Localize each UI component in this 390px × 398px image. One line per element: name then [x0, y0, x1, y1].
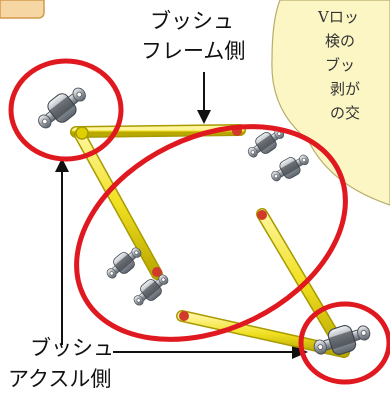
note-line-2: 検の — [325, 32, 356, 50]
axle-side-label-line2: アクスル側 — [8, 367, 112, 391]
note-line-3: ブッ — [325, 56, 356, 74]
frame-side-arrow — [197, 72, 211, 124]
highlight-loose-bushings — [74, 124, 348, 342]
note-line-4: 剥が — [330, 80, 361, 98]
note-bubble — [271, 0, 390, 206]
note-line-5: の交 — [330, 104, 361, 122]
note-line-1: Vロッ — [318, 8, 359, 26]
highlight-frame-side-bushing — [8, 58, 124, 162]
axle-side-arrow-right — [113, 345, 308, 359]
frame-side-label-line1: ブッシュ — [150, 9, 234, 33]
tab-corner — [0, 0, 45, 19]
highlight-circles — [8, 58, 390, 385]
axle-side-label-line1: ブッシュ — [30, 336, 114, 360]
frame-side-label-line2: フレーム側 — [141, 39, 246, 63]
highlight-axle-side-bushing — [298, 301, 390, 385]
axle-side-arrow-up — [55, 158, 69, 345]
